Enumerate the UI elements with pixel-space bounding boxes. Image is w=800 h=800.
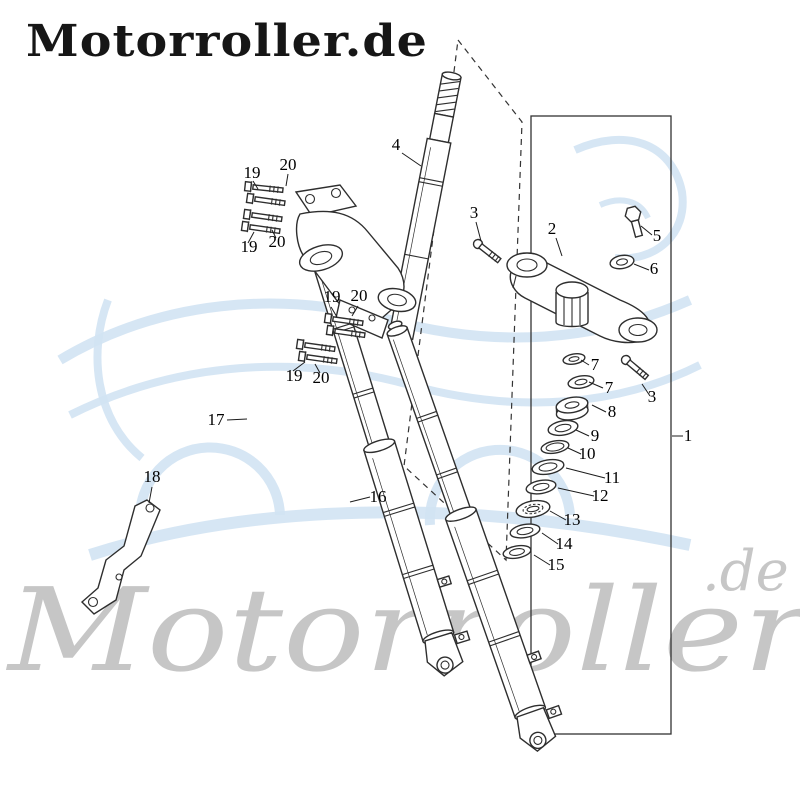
part-lower-clamp: [506, 252, 658, 344]
part-washer-6: [609, 254, 635, 270]
callout-3a: 3: [470, 203, 479, 222]
callout-5: 5: [653, 226, 662, 245]
bolt-group-19-20-a: [243, 179, 287, 210]
part-ring-12: [525, 479, 557, 495]
part-upper-clamp: [294, 184, 417, 339]
callout-16: 16: [370, 487, 387, 506]
part-fork-leg-left: [307, 235, 471, 677]
callout-15: 15: [548, 555, 565, 574]
callout-9: 9: [591, 426, 600, 445]
callout-19-d: 19: [286, 366, 303, 385]
callout-3b: 3: [648, 387, 657, 406]
callout-10: 10: [579, 444, 596, 463]
part-ball-bearing-13: [515, 499, 551, 519]
steering-axis-dashed-box: [403, 38, 523, 562]
callout-20-a: 20: [280, 155, 297, 174]
watermark-word: Motorroller: [6, 564, 800, 698]
callout-1: 1: [684, 426, 693, 445]
callout-2: 2: [548, 219, 557, 238]
callout-18: 18: [144, 467, 161, 486]
callout-14: 14: [556, 534, 574, 553]
part-seal-15: [502, 544, 532, 560]
callout-19-a: 19: [244, 163, 261, 182]
part-race-11: [531, 458, 565, 476]
bolt-group-19-20-d: [295, 337, 339, 368]
callout-11: 11: [604, 468, 620, 487]
part-bearing-stack: [502, 353, 595, 560]
callout-8: 8: [608, 402, 617, 421]
watermark-tld: .de: [702, 539, 789, 604]
part-bolt-3b: [618, 352, 651, 382]
part-bracket-18: [80, 499, 161, 615]
part-hex-bolt-5: [624, 205, 644, 238]
part-bearing-cover-8: [555, 396, 589, 421]
part-race-9: [547, 419, 579, 437]
part-ring-10: [540, 439, 570, 455]
callout-20-d: 20: [313, 368, 330, 387]
callout-4: 4: [392, 135, 401, 154]
callout-12: 12: [592, 486, 609, 505]
callout-7b: 7: [605, 378, 614, 397]
callout-20-c: 20: [351, 286, 368, 305]
callout-leader-lines: [148, 152, 683, 566]
part-fork-leg-right: [386, 320, 563, 753]
part-washer-7a: [562, 353, 586, 365]
callout-19-c: 19: [324, 287, 341, 306]
part-washer-7b: [567, 374, 595, 390]
part-race-14: [509, 523, 541, 539]
logo-text: Motorroller.de: [26, 16, 428, 67]
part-bolt-3a: [470, 236, 503, 265]
callout-19-b: 19: [241, 237, 258, 256]
callout-13: 13: [564, 510, 581, 529]
callout-7a: 7: [591, 355, 600, 374]
callout-labels: 19 20 19 20 19 20 19 20 4 3 2 5 6 7 7 8 …: [144, 135, 693, 574]
callout-17: 17: [208, 410, 226, 429]
callout-6: 6: [650, 259, 659, 278]
assembly-boundary-box: [530, 115, 672, 735]
callout-20-b: 20: [269, 232, 286, 251]
